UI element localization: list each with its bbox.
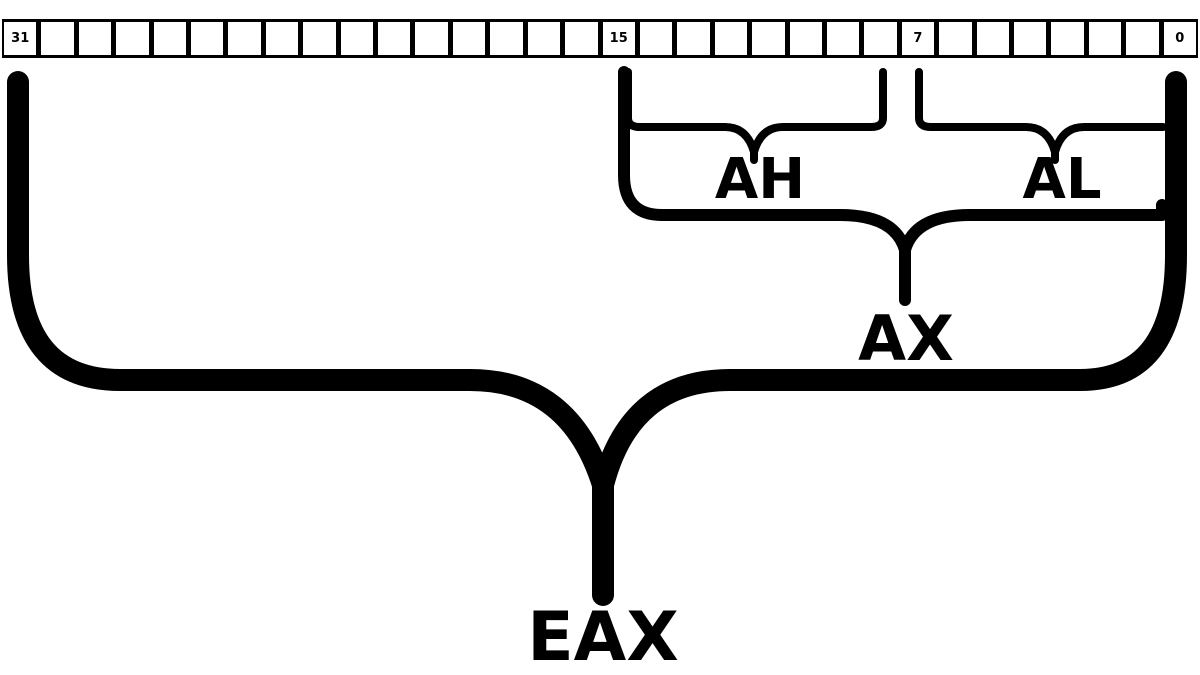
- bit-cell: [378, 22, 411, 55]
- bit-cell-15: 15: [602, 22, 635, 55]
- bit-cell: [153, 22, 187, 55]
- bit-cell: [415, 22, 448, 55]
- ah-label: AH: [715, 147, 805, 212]
- al-label: AL: [1022, 147, 1101, 212]
- bit-cell: [1013, 22, 1047, 55]
- bit-cell: [639, 22, 673, 55]
- bit-cell: [452, 22, 486, 55]
- bit-cell: [303, 22, 336, 55]
- bit-cell: [78, 22, 112, 55]
- bit-cell: [826, 22, 860, 55]
- bit-cell: [116, 22, 149, 55]
- bit-cell: [228, 22, 261, 55]
- bit-cell: [527, 22, 561, 55]
- ax-brace: [618, 66, 1168, 306]
- bit-cell: [976, 22, 1009, 55]
- bit-strip: 31 15 7 0: [2, 19, 1198, 58]
- bit-cell-0: 0: [1163, 22, 1196, 55]
- bit-cell: [340, 22, 374, 55]
- bit-cell: [1051, 22, 1084, 55]
- bit-cell: [565, 22, 598, 55]
- bit-cell-31: 31: [4, 22, 37, 55]
- bit-cell: [752, 22, 785, 55]
- bit-cell: [677, 22, 710, 55]
- bit-cell: [1126, 22, 1159, 55]
- eax-brace: [7, 71, 1187, 606]
- bit-cell: [41, 22, 74, 55]
- bit-cell: [939, 22, 972, 55]
- ah-brace: [624, 68, 887, 164]
- bit-cell: [864, 22, 897, 55]
- al-brace: [915, 68, 1167, 164]
- eax-label: EAX: [527, 598, 679, 675]
- bit-cell: [265, 22, 299, 55]
- ax-label: AX: [858, 302, 954, 375]
- bit-cell: [714, 22, 748, 55]
- bit-cell-7: 7: [901, 22, 935, 55]
- bit-cell: [789, 22, 822, 55]
- bit-cell: [191, 22, 224, 55]
- bit-cell: [490, 22, 523, 55]
- bit-cell: [1088, 22, 1122, 55]
